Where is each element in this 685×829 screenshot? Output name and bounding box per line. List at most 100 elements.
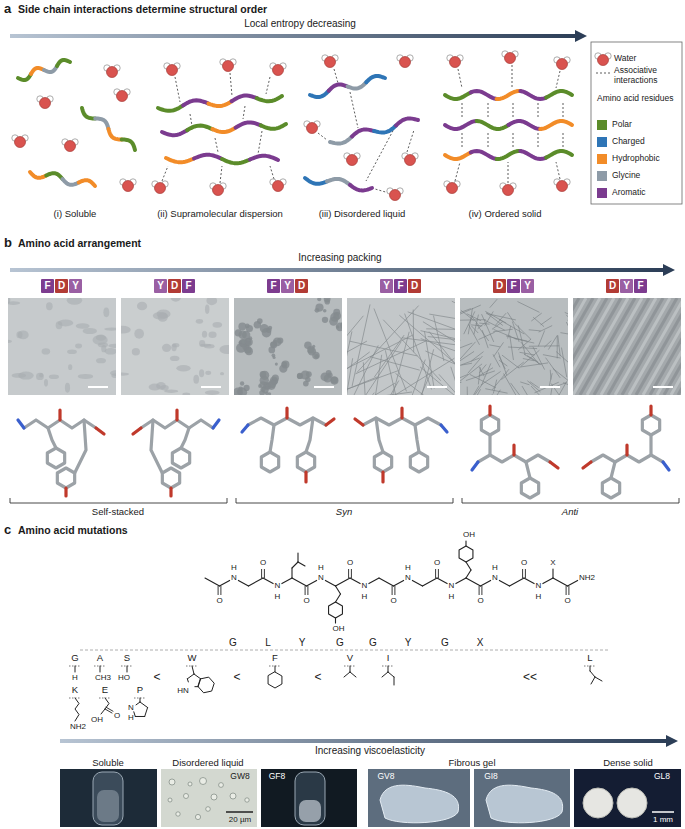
peptide-chain <box>374 126 396 133</box>
gel-piece <box>380 785 459 823</box>
residue-letter: Y <box>383 281 390 291</box>
bond-line <box>336 578 351 586</box>
droplet <box>211 794 217 800</box>
texture <box>329 317 338 326</box>
fiber <box>549 336 557 349</box>
molecule-model <box>133 410 219 496</box>
texture <box>171 298 181 302</box>
water-oxygen <box>400 57 411 68</box>
fiber <box>492 395 498 396</box>
texture <box>44 379 48 387</box>
fiber <box>520 352 535 355</box>
residue-box: D <box>55 279 68 293</box>
peptide-chain <box>305 178 327 184</box>
residue-letter: D <box>411 281 418 291</box>
molecule-stick <box>381 472 384 482</box>
label-text: Amino acid mutations <box>18 524 128 536</box>
bond-line <box>369 578 379 584</box>
atom-label: N <box>318 573 324 582</box>
aromatic-ring <box>261 452 278 472</box>
fiber <box>504 374 518 395</box>
bond-line <box>412 580 422 586</box>
droplet <box>245 798 249 802</box>
label-text: Side chain interactions determine struct… <box>18 3 267 15</box>
fiber <box>556 352 568 365</box>
interaction-line <box>508 162 509 183</box>
bond-line <box>194 674 201 679</box>
fiber <box>347 316 363 377</box>
label-text: GL8 <box>654 772 670 782</box>
interaction-line <box>556 71 560 88</box>
label-text: E <box>102 685 108 696</box>
interaction-line <box>455 162 460 181</box>
fiber <box>429 332 455 387</box>
peptide-chain <box>327 179 350 185</box>
bond-line <box>140 702 148 708</box>
label-text: (iv) Ordered solid <box>469 209 542 220</box>
droplet <box>168 798 172 802</box>
micrograph <box>121 298 229 395</box>
peptide-chain <box>82 108 95 119</box>
solid-bead <box>617 788 647 818</box>
label-text: 1 mm <box>653 815 673 824</box>
texture <box>162 344 171 352</box>
label-text: K <box>72 685 78 696</box>
bond-line <box>307 580 317 586</box>
fiber <box>460 342 475 359</box>
bond-line <box>335 618 336 623</box>
atom-label: H <box>362 592 368 601</box>
interaction-line <box>488 103 489 117</box>
fiber <box>524 354 541 364</box>
bond-line <box>336 586 341 594</box>
bond-line <box>325 580 335 586</box>
fiber <box>410 350 433 395</box>
fiber <box>532 313 542 320</box>
interaction-line <box>258 131 262 154</box>
molecule-model <box>355 408 447 482</box>
residue-box: F <box>41 279 54 293</box>
texture <box>202 331 207 338</box>
texture <box>105 348 116 355</box>
atom-label: H <box>449 592 455 601</box>
peptide-chain <box>546 91 572 98</box>
bond-line <box>291 568 292 578</box>
label-text: Soluble <box>92 758 124 769</box>
group-bracket <box>236 498 453 503</box>
texture <box>193 375 199 384</box>
molecule-stick <box>649 435 652 455</box>
fiber <box>521 382 530 385</box>
bond-line <box>499 580 509 586</box>
texture <box>235 329 242 336</box>
fiber <box>461 311 473 321</box>
atom-label: N <box>231 573 237 582</box>
label-text: P <box>137 685 143 696</box>
molecule-stick <box>526 462 530 478</box>
bond-line <box>568 580 578 586</box>
texture <box>67 298 82 305</box>
label-text: S <box>124 653 130 664</box>
texture <box>260 387 265 392</box>
legend-swatch <box>597 188 607 198</box>
bond-line <box>595 677 602 681</box>
fiber <box>347 359 353 395</box>
bond-line <box>392 586 393 595</box>
residue-box: F <box>267 279 280 293</box>
fiber <box>541 317 551 324</box>
photo <box>368 769 470 827</box>
atom-label: H <box>536 592 542 601</box>
interaction-line <box>230 73 232 96</box>
bond-line <box>438 569 439 578</box>
scale-bar <box>226 811 253 813</box>
bond-line <box>394 580 404 586</box>
molecule-stick <box>75 420 86 473</box>
bond-line <box>261 569 262 578</box>
interaction-line <box>407 130 414 152</box>
legend-text: Water <box>614 54 636 64</box>
peptide-chain <box>208 101 231 106</box>
water-oxygen <box>213 185 224 196</box>
bond-line <box>136 702 140 705</box>
fiber <box>480 365 486 373</box>
texture <box>205 390 220 395</box>
band <box>587 298 642 395</box>
